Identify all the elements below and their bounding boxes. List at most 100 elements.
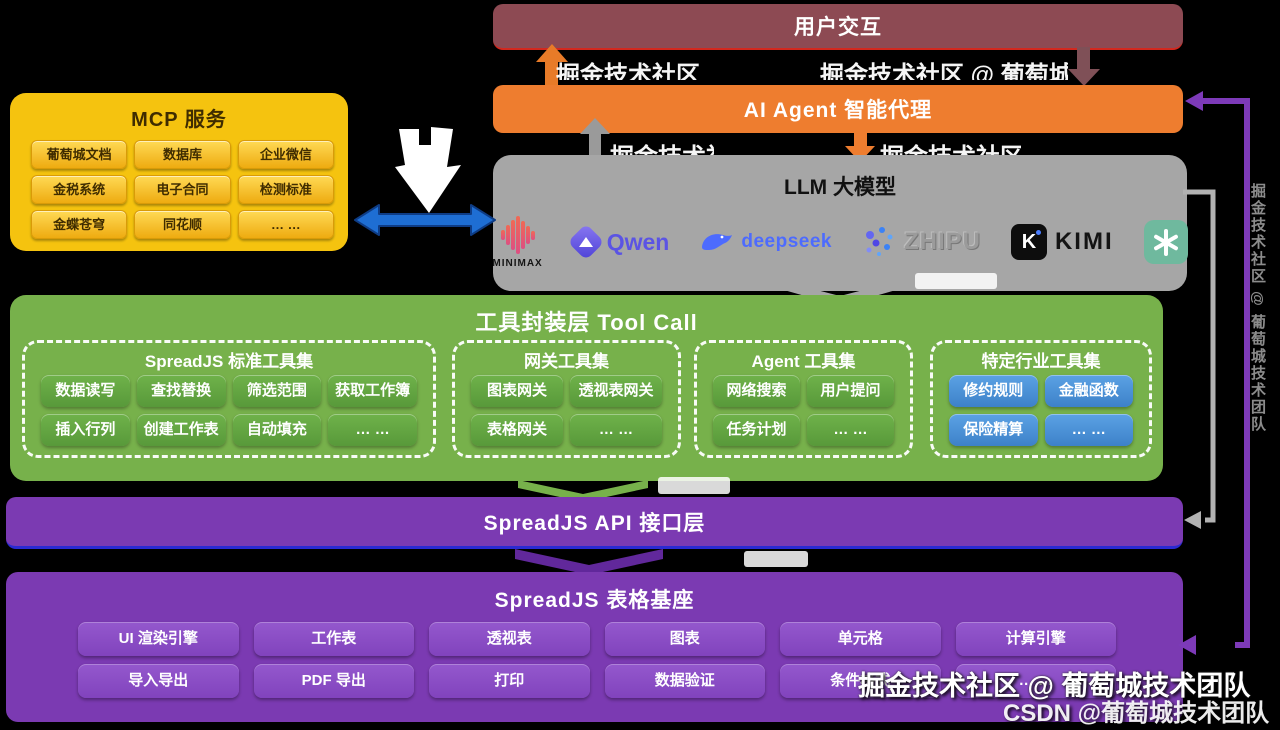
llm-provider-zhipu: ZHIPU — [862, 223, 981, 261]
deepseek-label: deepseek — [741, 231, 832, 252]
llm-provider-kimi: K KIMI — [1010, 224, 1114, 260]
tool-item: 透视表网关 — [570, 375, 662, 407]
watermark-blob — [658, 477, 730, 494]
zhipu-label: ZHIPU — [903, 228, 981, 255]
llm-provider-row: MINIMAX Qwen deepseek — [492, 203, 1188, 281]
mcp-service-item: 金蝶苍穹 — [31, 210, 128, 239]
tool-item: 获取工作簿 — [328, 375, 417, 407]
spreadjs-base-box: SpreadJS 表格基座 UI 渲染引擎工作表透视表图表单元格计算引擎导入导出… — [6, 572, 1183, 722]
base-feature-item: 打印 — [429, 664, 590, 698]
mcp-services-box: MCP 服务 葡萄城文档数据库企业微信金税系统电子合同检测标准金蝶苍穹同花顺… … — [10, 93, 348, 251]
spreadjs-base-title: SpreadJS 表格基座 — [494, 589, 695, 612]
base-feature-item: … … — [955, 664, 1116, 698]
base-feature-item: 透视表 — [429, 622, 590, 656]
tool-call-layer-box: 工具封装层 Tool Call SpreadJS 标准工具集 数据读写查找替换筛… — [10, 295, 1163, 481]
llm-layer-title: LLM 大模型 — [784, 176, 896, 199]
arrow-up-llm-to-agent — [589, 132, 601, 157]
arrow-down-user-to-agent — [1077, 47, 1090, 71]
mcp-title: MCP 服务 — [131, 109, 227, 131]
spreadjs-api-layer-bar: SpreadJS API 接口层 — [6, 497, 1183, 549]
qwen-logo-icon — [567, 223, 605, 261]
llm-provider-deepseek: deepseek — [699, 229, 832, 255]
arrow-down-user-to-agent-head — [1068, 69, 1100, 86]
group-item-grid: 网络搜索用户提问任务计划… … — [713, 375, 894, 446]
mcp-service-item: … … — [237, 210, 334, 239]
mcp-service-item: 金税系统 — [31, 175, 128, 204]
base-feature-item: PDF 导出 — [253, 664, 414, 698]
mcp-service-item: 检测标准 — [237, 175, 334, 204]
group-title: 特定行业工具集 — [981, 352, 1101, 371]
base-feature-item: 导入导出 — [78, 664, 239, 698]
group-title: Agent 工具集 — [751, 352, 856, 371]
mcp-service-item: 电子合同 — [134, 175, 231, 204]
tool-item: 筛选范围 — [232, 375, 322, 407]
base-feature-item: 单元格 — [780, 622, 941, 656]
user-interaction-label: 用户交互 — [794, 16, 882, 39]
base-feature-item: 条件格式 — [780, 664, 941, 698]
white-arrow-artifact — [395, 127, 461, 213]
tool-item: 查找替换 — [136, 375, 226, 407]
base-agent-loop-line — [1202, 98, 1250, 648]
arrow-up-agent-to-user — [545, 60, 558, 86]
tool-item: … … — [328, 414, 417, 446]
mcp-service-item: 葡萄城文档 — [31, 140, 128, 169]
arrow-down-agent-to-llm — [854, 132, 867, 148]
minimax-label: MINIMAX — [492, 258, 543, 269]
ai-agent-bar: AI Agent 智能代理 — [493, 85, 1183, 133]
base-feature-item: UI 渲染引擎 — [78, 622, 239, 656]
watermark-fragment: 掘金技术社区 @ 葡萄城技术团队 — [556, 62, 704, 80]
qwen-label: Qwen — [606, 228, 670, 255]
llm-provider-minimax: MINIMAX — [492, 215, 542, 269]
base-feature-item: 图表 — [604, 622, 765, 656]
tool-item: 图表网关 — [471, 375, 563, 407]
tool-item: … … — [570, 414, 662, 446]
tool-item: 表格网关 — [471, 414, 563, 446]
tool-item: … … — [807, 414, 894, 446]
loop-arrowhead-into-agent — [1185, 91, 1203, 111]
llm-layer-box: LLM 大模型 MINIMAX Qwen deepseek — [492, 155, 1188, 291]
mcp-service-item: 同花顺 — [134, 210, 231, 239]
tool-item: 自动填充 — [232, 414, 322, 446]
minimax-logo-icon — [500, 215, 535, 255]
arrow-up-agent-to-user-head — [536, 44, 568, 62]
group-title: SpreadJS 标准工具集 — [144, 352, 314, 371]
deepseek-logo-icon — [702, 234, 733, 250]
zhipu-logo-icon — [865, 227, 893, 256]
tool-item: 金融函数 — [1044, 375, 1133, 407]
tool-call-layer-title: 工具封装层 Tool Call — [475, 310, 698, 335]
group-agent-tools: Agent 工具集 网络搜索用户提问任务计划… … — [694, 340, 913, 458]
tool-item: 数据读写 — [41, 375, 130, 407]
tool-item: 用户提问 — [807, 375, 894, 407]
base-feature-item: 工作表 — [253, 622, 414, 656]
tool-item: … … — [1044, 414, 1133, 446]
tool-item: 保险精算 — [949, 414, 1038, 446]
watermark-blob — [744, 551, 808, 567]
group-item-grid: 修约规则金融函数保险精算… … — [949, 375, 1133, 446]
group-gateway-tools: 网关工具集 图表网关透视表网关表格网关… … — [452, 340, 681, 458]
group-spreadjs-standard-tools: SpreadJS 标准工具集 数据读写查找替换筛选范围获取工作簿插入行列创建工作… — [22, 340, 436, 458]
base-feature-item: 数据验证 — [604, 664, 765, 698]
watermark-vertical: 掘金技术社区 @ 葡萄城技术团队 — [1249, 183, 1266, 433]
tool-item: 任务计划 — [713, 414, 800, 446]
watermark-csdn: CSDN @葡萄城技术团队 — [1003, 700, 1270, 727]
tool-item: 插入行列 — [41, 414, 130, 446]
group-item-grid: 数据读写查找替换筛选范围获取工作簿插入行列创建工作表自动填充… … — [41, 375, 417, 446]
mcp-item-grid: 葡萄城文档数据库企业微信金税系统电子合同检测标准金蝶苍穹同花顺… … — [31, 140, 334, 239]
ai-agent-label: AI Agent 智能代理 — [743, 99, 933, 122]
tool-item: 网络搜索 — [713, 375, 800, 407]
tool-item: 创建工作表 — [136, 414, 226, 446]
watermark-blob — [915, 273, 997, 289]
mcp-service-item: 企业微信 — [237, 140, 334, 169]
user-interaction-bar: 用户交互 — [493, 4, 1183, 50]
spreadjs-api-layer-label: SpreadJS API 接口层 — [483, 511, 706, 535]
llm-to-api-loop-arrowhead — [1184, 511, 1201, 529]
watermark-juejin: 掘金技术社区 @ 葡萄城技术团队 — [858, 671, 1251, 701]
group-item-grid: 图表网关透视表网关表格网关… … — [471, 375, 662, 446]
group-title: 网关工具集 — [524, 352, 609, 371]
mcp-llm-double-arrow — [354, 204, 496, 236]
kimi-logo-icon: K — [1010, 224, 1047, 260]
openai-logo-icon — [1143, 220, 1188, 264]
tool-item: 修约规则 — [949, 375, 1038, 407]
